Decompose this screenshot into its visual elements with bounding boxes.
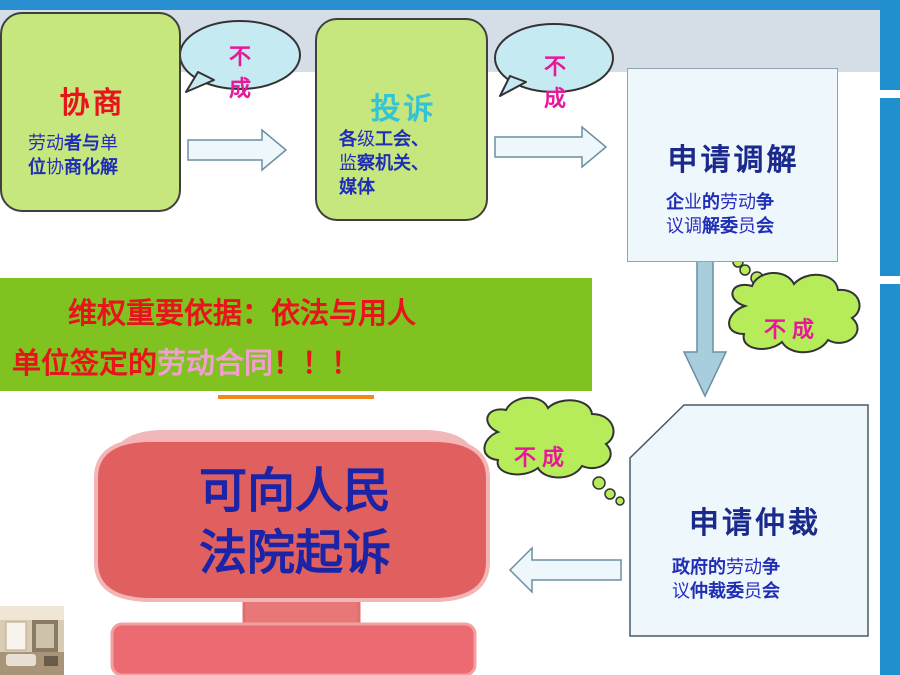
desc-line: 劳动者与单 <box>28 132 178 156</box>
desc-segment: 会 <box>756 216 774 237</box>
room-photo-image <box>0 606 64 675</box>
desc-segment: 议 <box>672 581 690 602</box>
complain-title: 投诉 <box>370 92 437 127</box>
desc-segment: 工会、 <box>375 129 429 150</box>
mediation-title: 申请调解 <box>667 143 800 178</box>
desc-segment: 会 <box>762 581 780 602</box>
desc-segment: 位 <box>28 157 46 178</box>
desc-line: 媒体 <box>339 176 489 200</box>
negotiate-box: 协商 劳动者与单位协商化解 <box>0 12 181 212</box>
desc-segment: 业 <box>684 192 702 213</box>
mediation-box: 申请调解 企业的劳动争议调解委员会 <box>627 68 838 262</box>
mediation-desc: 企业的劳动争议调解委员会 <box>666 191 836 239</box>
orange-underline <box>218 395 374 399</box>
fail-char: 不 <box>228 45 251 70</box>
fail-label-3: 不成 <box>764 318 821 343</box>
arbitration-box-shape <box>629 404 869 637</box>
fail-char: 成 <box>543 87 566 112</box>
negotiate-desc: 劳动者与单位协商化解 <box>28 132 178 180</box>
desc-segment: 各 <box>339 129 357 150</box>
desc-segment: 者与 <box>64 133 100 154</box>
desc-segment: 劳动 <box>726 557 762 578</box>
desc-segment: 商化解 <box>64 157 118 178</box>
desc-segment: 单 <box>100 133 118 154</box>
arbitration-title: 申请仲裁 <box>689 506 821 541</box>
desc-segment: 争 <box>756 192 774 213</box>
desc-line: 议仲裁委员会 <box>672 580 862 604</box>
desc-segment: 协 <box>46 157 64 178</box>
right-side-bar <box>880 0 900 675</box>
room-photo <box>0 606 64 675</box>
note-line-2: 单位签定的劳动合同！！！ <box>12 346 361 380</box>
desc-segment: 仲裁委 <box>690 581 744 602</box>
desc-segment: 员 <box>744 581 762 602</box>
court-shape <box>94 430 490 675</box>
desc-segment: 企 <box>666 192 684 213</box>
desc-segment: 媒体 <box>339 177 375 198</box>
fail-label-4: 不成 <box>514 446 571 471</box>
top-band <box>0 0 900 10</box>
desc-segment: 政府的 <box>672 557 726 578</box>
bubble-shape-2 <box>494 23 614 93</box>
fail-label-1: 不成 <box>228 42 252 106</box>
desc-line: 位协商化解 <box>28 156 178 180</box>
fail-char: 不 <box>543 55 566 80</box>
desc-segment: 议调 <box>666 216 702 237</box>
note-box: 维权重要依据：依法与用人 单位签定的劳动合同！！！ <box>0 278 592 391</box>
arbitration-desc: 政府的劳动争议仲裁委员会 <box>672 556 862 604</box>
desc-segment: 解委 <box>702 216 738 237</box>
desc-line: 议调解委员会 <box>666 215 836 239</box>
court-text: 可向人民 法院起诉 <box>110 460 480 584</box>
arrow-negotiate-to-complain <box>187 128 288 172</box>
cloud-shape-2 <box>483 396 625 506</box>
desc-segment: 劳动 <box>28 133 64 154</box>
arrow-complain-to-mediation <box>494 125 608 169</box>
desc-segment: 级 <box>357 129 375 150</box>
complain-box: 投诉 各级工会、监察机关、媒体 <box>315 18 488 221</box>
fail-label-2: 不成 <box>543 52 567 116</box>
court-line-2: 法院起诉 <box>198 525 391 581</box>
fail-char: 成 <box>228 77 251 102</box>
desc-segment: 察机关、 <box>357 153 429 174</box>
note-line-1: 维权重要依据：依法与用人 <box>68 296 417 330</box>
desc-segment: 监 <box>339 153 357 174</box>
desc-segment: 劳动 <box>720 192 756 213</box>
court-line-1: 可向人民 <box>198 463 391 519</box>
arrow-arbitration-to-court <box>508 546 622 594</box>
desc-line: 企业的劳动争 <box>666 191 836 215</box>
desc-line: 政府的劳动争 <box>672 556 862 580</box>
desc-segment: 的 <box>702 192 720 213</box>
desc-segment: 争 <box>762 557 780 578</box>
arrow-mediation-to-arbitration <box>682 255 728 398</box>
complain-desc: 各级工会、监察机关、媒体 <box>339 128 489 200</box>
desc-line: 各级工会、 <box>339 128 489 152</box>
desc-segment: 员 <box>738 216 756 237</box>
desc-line: 监察机关、 <box>339 152 489 176</box>
negotiate-title: 协商 <box>59 86 126 121</box>
cloud-shape-1 <box>728 256 861 354</box>
